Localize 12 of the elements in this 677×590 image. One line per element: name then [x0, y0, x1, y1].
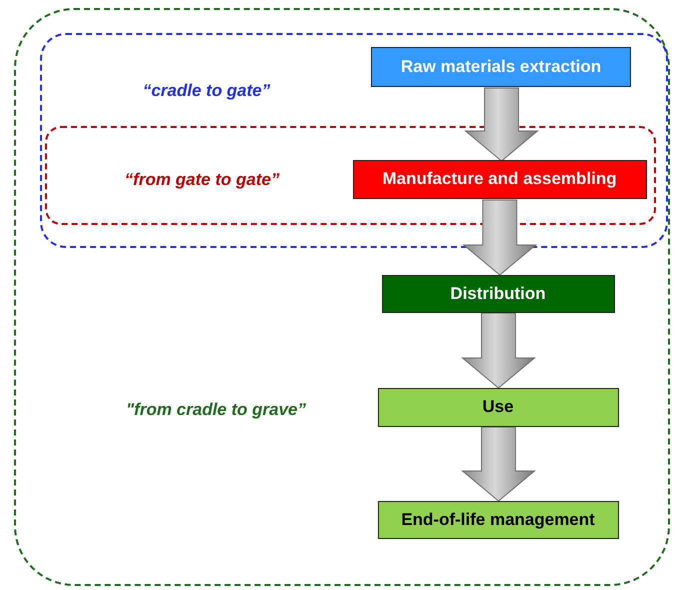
block-arrow	[462, 200, 538, 276]
process-box: Use	[378, 388, 618, 426]
block-arrow	[464, 88, 539, 162]
region-label: “cradle to gate”	[142, 80, 272, 100]
process-box: Raw materials extraction	[371, 47, 631, 87]
block-arrow	[461, 426, 536, 502]
process-box: Manufacture and assembling	[352, 160, 646, 198]
process-box: Distribution	[382, 274, 614, 312]
region-label: “from gate to gate”	[124, 170, 280, 190]
block-arrow	[461, 312, 536, 389]
process-box: End-of-life management	[378, 500, 618, 538]
region-label: "from cradle to grave”	[124, 400, 307, 420]
